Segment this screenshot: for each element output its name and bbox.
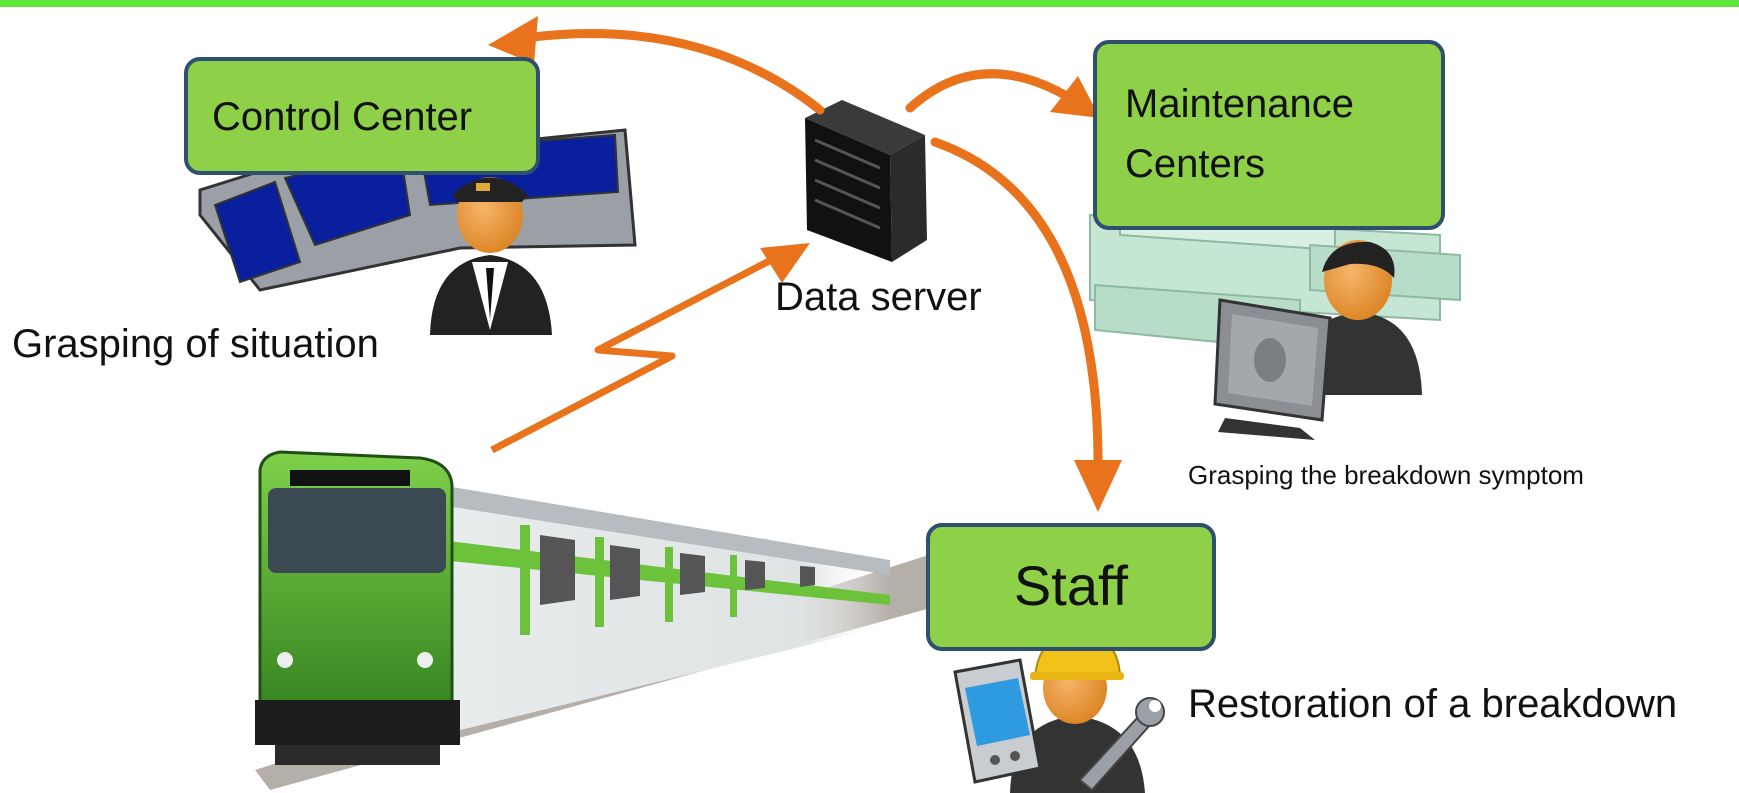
pda-icon [953, 658, 1042, 784]
staff-label: Staff [1013, 554, 1129, 617]
staff-caption: Restoration of a breakdown [1188, 682, 1678, 726]
conductor-icon [430, 177, 552, 335]
train-icon [255, 450, 960, 790]
arrow-train-to-server [490, 243, 810, 454]
maintenance-label-line2: Centers [1125, 142, 1266, 186]
control-center-caption: Grasping of situation [12, 322, 379, 366]
worker-computer-icon [1213, 240, 1422, 440]
hardhat-worker-icon [1010, 630, 1145, 793]
maintenance-caption: Grasping the breakdown symptom [1188, 460, 1584, 490]
control-center-box: Control Center [184, 57, 540, 175]
arrow-server-to-control [488, 16, 825, 115]
maintenance-centers-box: Maintenance Centers [1093, 40, 1445, 230]
data-server-label: Data server [775, 275, 982, 319]
staff-box: Staff [926, 523, 1216, 651]
arrow-server-to-staff [930, 137, 1122, 512]
wrench-icon [1078, 697, 1165, 792]
control-center-label: Control Center [212, 95, 473, 139]
server-icon [805, 100, 927, 262]
maintenance-label-line1: Maintenance [1125, 82, 1355, 126]
arrow-server-to-maintenance [905, 69, 1100, 118]
top-accent-bar [0, 0, 1739, 7]
